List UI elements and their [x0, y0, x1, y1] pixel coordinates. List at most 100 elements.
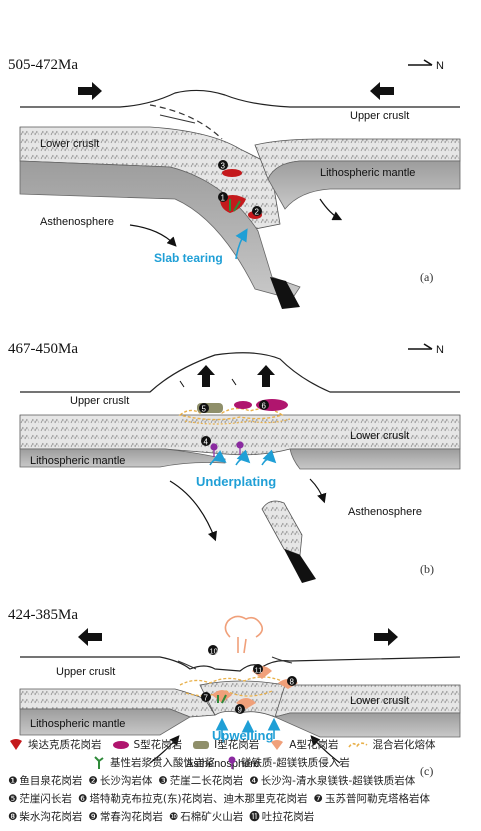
panel-a-process-label: Slab tearing	[154, 251, 223, 265]
marker-3: 3	[221, 162, 226, 171]
marker-7: 7	[204, 694, 209, 703]
legend-mafic-injection-label: 基性岩浆贯入酸性岩浆	[110, 757, 215, 769]
panel-b-asthenosphere-label: Asthenosphere	[348, 506, 422, 518]
panel-a-label: (a)	[420, 270, 433, 284]
locality-4-label: 长沙沟-清水泉镁铁-超镁铁质岩体	[260, 775, 416, 787]
legend-row-2: 基性岩浆贯入酸性岩浆 镁铁质-超镁铁质侵入岩	[92, 755, 350, 770]
panel-a-asthenosphere-label: Asthenosphere	[40, 216, 114, 228]
panel-c-upper-crust-label: Upper cruslt	[56, 666, 115, 678]
uplift-arrow-icon	[197, 365, 215, 387]
panel-c-age: 424-385Ma	[8, 607, 78, 623]
marker-2: 2	[255, 208, 260, 217]
legend-adakite-label: 埃达克质花岗岩	[28, 739, 102, 751]
locality-7-label: 玉苏普阿勒克塔格岩体	[324, 793, 430, 805]
legend-migmatite-label: 混合岩化熔体	[372, 739, 436, 751]
panel-b-age: 467-450Ma	[8, 341, 78, 357]
panel-b-north: N	[436, 344, 444, 356]
locality-4-number: ❹	[249, 774, 259, 787]
adakite-granite-icon	[10, 738, 22, 750]
slab-tear-upwelling-arrow	[235, 228, 248, 260]
panel-c-label: (c)	[420, 764, 433, 778]
locality-1-label: 鱼目泉花岗岩	[19, 775, 83, 787]
locality-6-number: ❻	[77, 792, 88, 805]
locality-9-label: 常春沟花岗岩	[99, 811, 163, 823]
locality-10-label: 石棉矿火山岩	[180, 811, 244, 823]
panel-a-mantle-label: Lithospheric mantle	[320, 167, 415, 179]
i-type-granite-icon	[193, 740, 210, 749]
topography-line	[20, 656, 461, 672]
panel-b-lower-crust-label: Lower cruslt	[350, 430, 409, 442]
uplift-arrow-icon	[257, 365, 275, 387]
monzogranite-body	[222, 169, 242, 177]
marker-1: 1	[221, 194, 226, 203]
marker-5: 5	[202, 405, 207, 414]
panel-b-mantle	[19, 448, 226, 468]
locality-3-label: 茫崖二长花岗岩	[169, 775, 244, 787]
s-type-granite-icon	[112, 740, 129, 749]
panel-a-age: 505-472Ma	[8, 57, 78, 73]
panel-a-lower-crust-label: Lower cruslt	[40, 138, 99, 150]
extension-arrow-left-icon	[78, 628, 102, 646]
legend-i-type-label: I型花岗岩	[214, 739, 260, 751]
panel-a-north: N	[436, 60, 444, 72]
a-type-granite-icon	[271, 739, 284, 750]
upwelling-arrows	[215, 717, 281, 739]
legend-s-type-label: S型花岗岩	[133, 739, 183, 751]
marker-10: 10	[210, 647, 218, 656]
north-arrow-icon	[408, 59, 433, 66]
extension-arrow-right-icon	[374, 628, 398, 646]
panel-c-asthenosphere-label: Asthenosphere	[186, 758, 260, 770]
volcanic-plume	[224, 615, 264, 654]
locality-2-number: ❷	[88, 774, 98, 787]
convergence-arrow-right-icon	[370, 82, 394, 100]
legend-row-1: 埃达克质花岗岩 S型花岗岩 I型花岗岩 A型花岗岩 混合岩化熔体	[8, 737, 435, 752]
panel-b-label: (b)	[420, 562, 434, 576]
asthenosphere-flow-arrow	[129, 224, 177, 247]
panel-a-upper-crust-label: Upper cruslt	[350, 110, 409, 122]
locality-10-number: ❿	[168, 810, 179, 823]
mafic-ultramafic-intrusion-icon	[228, 756, 236, 769]
s-type-granite-body	[234, 401, 252, 409]
migmatite-melt-cloud	[178, 407, 291, 425]
thrust-fault	[149, 104, 223, 140]
north-arrow-icon	[408, 343, 433, 350]
panel-c-mantle-label: Lithospheric mantle	[30, 718, 125, 730]
legend: 埃达克质花岗岩 S型花岗岩 I型花岗岩 A型花岗岩 混合岩化熔体 基性岩浆贯入酸…	[0, 733, 481, 831]
marker-4: 4	[204, 438, 209, 447]
locality-2-label: 长沙沟岩体	[99, 775, 153, 787]
locality-11-number: ⓫	[249, 811, 260, 823]
locality-3-number: ❸	[158, 774, 168, 787]
locality-7-number: ❼	[313, 792, 323, 805]
locality-11-label: 吐拉花岗岩	[261, 811, 315, 823]
panel-c-process-label: Upwelling	[212, 728, 273, 743]
topography-line	[20, 352, 460, 393]
locality-9-number: ❾	[88, 810, 98, 823]
marker-6: 6	[262, 402, 267, 411]
marker-11: 11	[255, 666, 263, 675]
panel-c: 424-385Ma 10 Upper cruslt Lower cruslt L…	[8, 607, 461, 778]
legend-ultramafic-label: 镁铁质-超镁铁质侵入岩	[241, 757, 350, 769]
detached-slab	[261, 500, 303, 556]
panel-b-upper-crust-label: Upper cruslt	[70, 395, 129, 407]
convergence-arrow-left-icon	[78, 82, 102, 100]
marker-9: 9	[238, 706, 243, 715]
locality-8-number: ❽	[8, 810, 18, 823]
locality-5-label: 茫崖闪长岩	[19, 793, 72, 805]
asthenosphere-flow-arrow	[169, 480, 217, 542]
marker-8: 8	[290, 678, 295, 687]
panel-c-mantle	[19, 708, 191, 736]
panel-b: 467-450Ma N Upper cruslt Lower cruslt Li…	[8, 341, 461, 583]
panel-a: 505-472Ma N Upper cruslt Lower cruslt Li…	[8, 57, 461, 309]
locality-6-label: 塔特勒克布拉克(东)花岗岩、迪木那里克花岗岩	[89, 793, 308, 805]
panel-b-process-label: Underplating	[196, 474, 276, 489]
mixed-migmatite-melt-icon	[348, 741, 368, 747]
locality-8-label: 柴水沟花岗岩	[19, 811, 83, 823]
mafic-magma-injection-icon	[94, 755, 104, 769]
underplating-swirls	[209, 449, 277, 466]
panel-c-lower-crust-label: Lower cruslt	[350, 695, 409, 707]
legend-a-type-label: A型花岗岩	[289, 739, 339, 751]
